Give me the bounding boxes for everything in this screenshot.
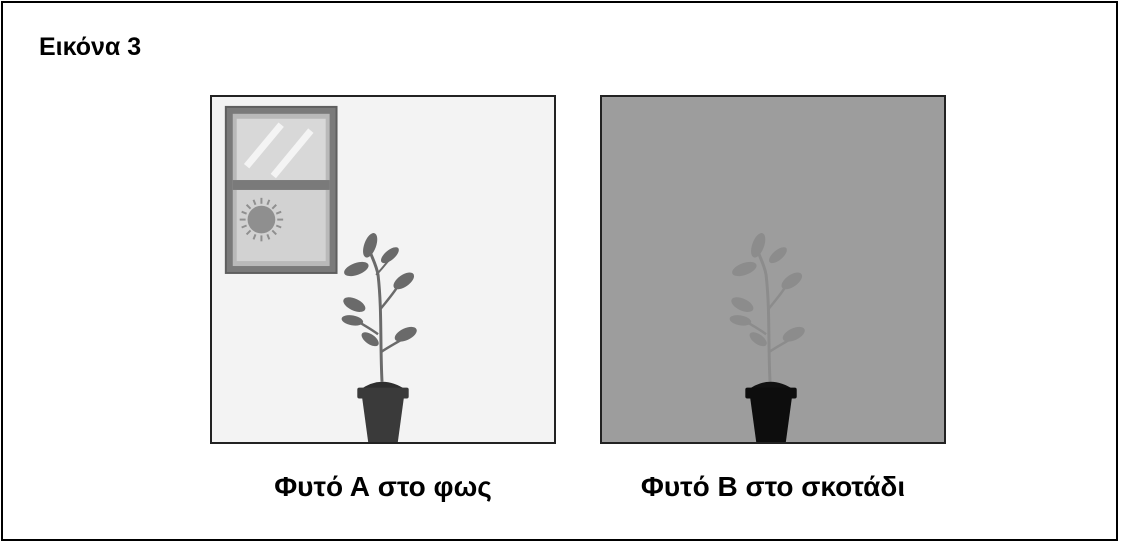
plant-icon: [341, 233, 417, 382]
caption-plant-b: Φυτό Β στο σκοτάδι: [640, 471, 906, 502]
window-icon: [224, 105, 338, 274]
sun-icon: [239, 197, 284, 242]
caption-plant-a: Φυτό Α στο φως: [274, 471, 492, 502]
dark-scene: [602, 97, 944, 442]
pot-icon: [357, 381, 409, 442]
figure-title: Εικόνα 3: [39, 33, 142, 61]
light-scene: [212, 97, 554, 442]
pot-icon: [745, 381, 797, 442]
plant-icon: [729, 233, 805, 382]
panel-plant-in-light: [210, 95, 556, 444]
panel-plant-in-dark: [600, 95, 946, 444]
